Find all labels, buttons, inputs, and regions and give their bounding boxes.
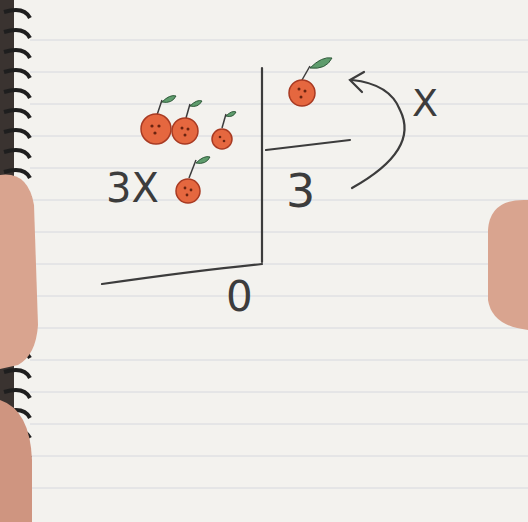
arrow-curve bbox=[352, 80, 405, 188]
orange bbox=[212, 112, 236, 150]
orange bbox=[289, 58, 332, 106]
variable-label: X bbox=[412, 84, 438, 122]
left-thumb bbox=[0, 175, 38, 369]
orange bbox=[176, 157, 210, 203]
remainder-label: 0 bbox=[226, 276, 253, 318]
orange bbox=[141, 96, 176, 144]
division-lines bbox=[102, 68, 405, 284]
arrow-head bbox=[350, 72, 364, 92]
divisor-rule bbox=[266, 140, 350, 150]
orange bbox=[172, 101, 202, 144]
ruled-lines bbox=[30, 40, 528, 488]
divisor-label: 3 bbox=[286, 168, 315, 214]
right-thumb bbox=[488, 200, 528, 330]
left-hand bbox=[0, 400, 32, 522]
term-label: 3X bbox=[106, 168, 159, 208]
division-bar bbox=[261, 68, 263, 262]
